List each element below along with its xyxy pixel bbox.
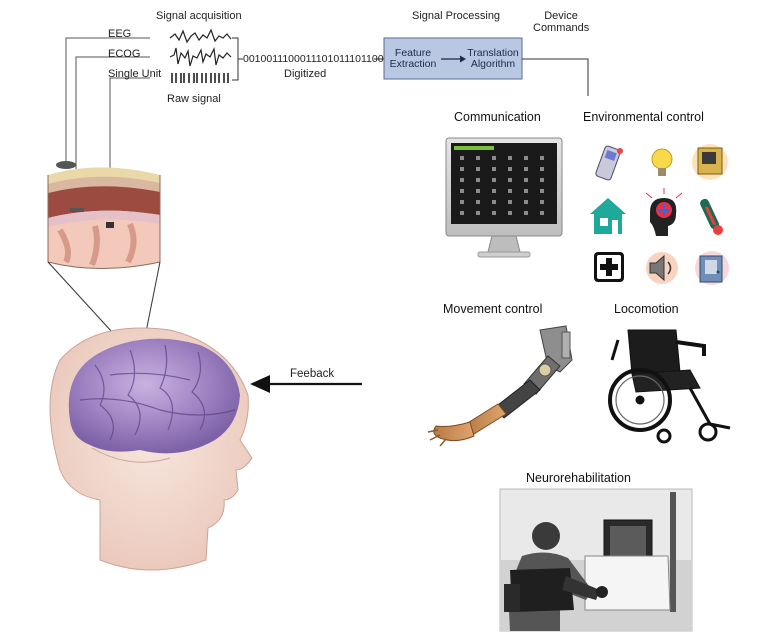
ecog-trace [169,46,232,67]
communication-monitor [445,137,563,258]
speller-grid [460,156,544,215]
door-icon [695,251,729,285]
speller-cell [460,200,464,204]
environmental-icons [590,144,729,285]
locomotion-label: Locomotion [614,302,679,316]
home-icon [590,198,626,234]
brain [68,338,241,454]
speller-cell [508,167,512,171]
tv-icon [692,144,728,180]
device-commands-line1: Device [544,10,578,22]
thermometer-icon [700,198,723,235]
speller-cell [460,167,464,171]
speller-cell [492,156,496,160]
speller-cell [460,156,464,160]
feedback-label: Feeback [290,368,335,380]
speller-cell [508,211,512,215]
speller-cell [492,189,496,193]
environmental-control-label: Environmental control [583,110,704,124]
ecog-electrode [70,208,84,212]
signal-acquisition-label: Signal acquisition [156,10,242,22]
speller-cell [540,200,544,204]
speller-cell [460,178,464,182]
binary-stream: 0010011100011101011101100 [243,53,384,65]
speller-cell [540,189,544,193]
raw-signal-traces [169,28,232,67]
device-connector [522,58,589,96]
signal-processing-label: Signal Processing [412,10,501,22]
prosthetic-arm [427,325,573,447]
speller-cell [492,200,496,204]
eeg-label: EEG [108,28,132,40]
single-unit-electrode [106,222,114,228]
feedback-arrow [250,375,362,393]
speller-cell [476,156,480,160]
speller-cell [540,156,544,160]
device-commands-line2: Commands [533,22,590,34]
speller-cell [540,167,544,171]
feature-extraction-label: Feature Extraction [386,48,440,70]
speller-cell [492,167,496,171]
speller-cell [524,189,528,193]
speller-cell [524,167,528,171]
speller-cell [540,211,544,215]
speller-cell [524,178,528,182]
eeg-electrode [56,161,76,169]
speller-cell [492,211,496,215]
speller-cell [508,189,512,193]
speaker-icon [646,252,678,284]
speller-cell [476,200,480,204]
human-head [49,327,253,571]
ecog-label: ECOG [108,48,141,60]
speller-cell [476,178,480,182]
processing-arrowhead [460,55,466,63]
phone-icon [595,145,623,181]
lightbulb-icon [651,148,673,176]
translation-line1: Translation [467,47,519,59]
raw-signal-label: Raw signal [167,93,221,105]
neurorehabilitation-photo [499,488,693,632]
medical-cross-icon [594,252,624,282]
speller-cell [476,211,480,215]
communication-label: Communication [454,110,541,124]
eeg-trace [169,28,232,44]
speller-cell [508,200,512,204]
speller-cell [524,211,528,215]
cortex-cross-section [47,161,161,269]
movement-control-label: Movement control [443,302,543,316]
speller-cell [508,156,512,160]
wheelchair [608,329,731,444]
neurorehabilitation-label: Neurorehabilitation [526,471,631,485]
speller-cell [476,167,480,171]
speller-cell [460,211,464,215]
speller-cell [460,189,464,193]
speller-cell [492,178,496,182]
monitor-screen [451,143,557,224]
speller-cell [524,200,528,204]
single-unit-label: Single Unit [108,68,162,80]
speller-cell [540,178,544,182]
digitized-label: Digitized [284,68,327,80]
speller-cell [524,156,528,160]
translation-algorithm-label: Translation Algorithm [464,48,522,70]
translation-line2: Algorithm [470,58,516,70]
speller-cell [508,178,512,182]
feature-line2: Extraction [389,58,437,70]
signal-bracket [232,37,243,81]
head-icon [645,188,683,236]
feature-line1: Feature [394,47,432,59]
single-unit-spikes [171,73,229,83]
speller-cell [476,189,480,193]
